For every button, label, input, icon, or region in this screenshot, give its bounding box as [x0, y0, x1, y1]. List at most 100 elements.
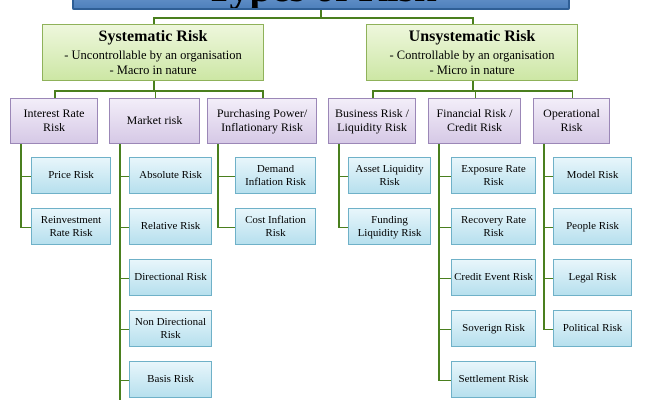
risk-item-box: Soverign Risk: [451, 310, 536, 347]
risk-item-box: Recovery Rate Risk: [451, 208, 536, 245]
category-title: Systematic Risk: [98, 27, 208, 45]
risk-item-box: Legal Risk: [553, 259, 632, 296]
connector-line: [338, 175, 348, 177]
risk-item-label: Directional Risk: [134, 271, 207, 284]
connector-line: [119, 226, 129, 228]
connector-line: [119, 277, 129, 279]
connector-line: [153, 17, 155, 24]
subtype-label: Interest Rate Risk: [23, 106, 85, 134]
subtype-box: Business Risk / Liquidity Risk: [328, 98, 416, 144]
subtype-box: Operational Risk: [533, 98, 610, 144]
connector-line: [474, 90, 476, 98]
category-description: - Macro in nature: [109, 62, 197, 77]
risk-item-label: Exposure Rate Risk: [461, 162, 526, 188]
subtype-label: Purchasing Power/ Inflationary Risk: [216, 106, 308, 134]
category-description: - Controllable by an organisation: [389, 48, 555, 63]
risk-item-box: Credit Event Risk: [451, 259, 536, 296]
connector-line: [438, 175, 451, 177]
risk-item-label: Price Risk: [48, 169, 94, 182]
subtype-label: Business Risk / Liquidity Risk: [334, 106, 409, 134]
risk-item-box: Absolute Risk: [129, 157, 212, 194]
connector-line: [119, 144, 121, 400]
connector-line: [153, 81, 155, 90]
category-box: Systematic Risk - Uncontrollable by an or…: [42, 24, 264, 81]
connector-line: [20, 144, 22, 227]
subtype-box: Purchasing Power/ Inflationary Risk: [207, 98, 317, 144]
risk-item-label: Credit Event Risk: [454, 271, 533, 284]
category-description: - Micro in nature: [429, 62, 515, 77]
risk-item-box: Cost Inflation Risk: [235, 208, 316, 245]
subtype-label: Operational Risk: [543, 106, 600, 134]
connector-line: [119, 175, 129, 177]
risk-item-box: Model Risk: [553, 157, 632, 194]
connector-line: [438, 226, 451, 228]
connector-line: [543, 226, 553, 228]
risk-item-box: Demand Inflation Risk: [235, 157, 316, 194]
connector-line: [472, 81, 474, 90]
connector-line: [154, 90, 156, 98]
risk-item-box: Reinvestment Rate Risk: [31, 208, 111, 245]
connector-line: [54, 90, 56, 98]
risk-item-label: Reinvestment Rate Risk: [40, 213, 102, 239]
category-description: - Uncontrollable by an organisation: [64, 48, 242, 63]
subtype-label: Financial Risk / Credit Risk: [436, 106, 513, 134]
risk-item-box: Asset Liquidity Risk: [348, 157, 431, 194]
subtype-label: Market risk: [126, 113, 183, 128]
connector-line: [119, 379, 129, 381]
risk-item-box: People Risk: [553, 208, 632, 245]
connector-line: [543, 277, 553, 279]
category-box: Unsystematic Risk - Controllable by an or…: [366, 24, 578, 81]
risk-item-label: Funding Liquidity Risk: [357, 213, 422, 239]
risk-item-box: Settlement Risk: [451, 361, 536, 398]
connector-line: [20, 175, 31, 177]
connector-line: [438, 144, 440, 380]
subtype-box: Financial Risk / Credit Risk: [428, 98, 521, 144]
risk-item-box: Directional Risk: [129, 259, 212, 296]
connector-line: [372, 90, 374, 98]
connector-line: [54, 90, 262, 92]
risk-item-box: Political Risk: [553, 310, 632, 347]
risk-item-label: Political Risk: [562, 322, 623, 335]
risk-item-label: Demand Inflation Risk: [245, 162, 306, 188]
connector-line: [372, 90, 572, 92]
risk-item-label: Non Directional Risk: [134, 315, 207, 341]
risk-item-label: Absolute Risk: [139, 169, 202, 182]
connector-line: [438, 328, 451, 330]
risk-item-box: Exposure Rate Risk: [451, 157, 536, 194]
risk-item-label: Basis Risk: [147, 373, 194, 386]
connector-line: [320, 10, 322, 18]
subtype-box: Market risk: [109, 98, 200, 144]
risk-item-label: Relative Risk: [140, 220, 201, 233]
connector-line: [217, 226, 235, 228]
diagram-title: Types of Risk: [72, 0, 570, 10]
connector-line: [262, 90, 264, 98]
connector-line: [153, 17, 473, 19]
connector-line: [571, 90, 573, 98]
connector-line: [472, 17, 474, 24]
connector-line: [20, 226, 31, 228]
risk-item-label: Legal Risk: [568, 271, 617, 284]
connector-line: [119, 328, 129, 330]
category-title: Unsystematic Risk: [408, 27, 536, 45]
connector-line: [338, 144, 340, 227]
connector-line: [217, 175, 235, 177]
risk-item-label: Asset Liquidity Risk: [355, 162, 424, 188]
risk-item-label: Cost Inflation Risk: [245, 213, 306, 239]
connector-line: [543, 144, 545, 329]
connector-line: [438, 277, 451, 279]
risk-item-box: Non Directional Risk: [129, 310, 212, 347]
risk-item-label: People Risk: [566, 220, 619, 233]
connector-line: [543, 175, 553, 177]
risk-item-box: Price Risk: [31, 157, 111, 194]
risk-item-box: Relative Risk: [129, 208, 212, 245]
risk-item-box: Funding Liquidity Risk: [348, 208, 431, 245]
risk-item-label: Recovery Rate Risk: [460, 213, 527, 239]
connector-line: [217, 144, 219, 227]
connector-line: [438, 379, 451, 381]
connector-line: [338, 226, 348, 228]
connector-line: [543, 328, 553, 330]
risk-item-label: Soverign Risk: [462, 322, 525, 335]
subtype-box: Interest Rate Risk: [10, 98, 98, 144]
risk-item-label: Model Risk: [566, 169, 619, 182]
